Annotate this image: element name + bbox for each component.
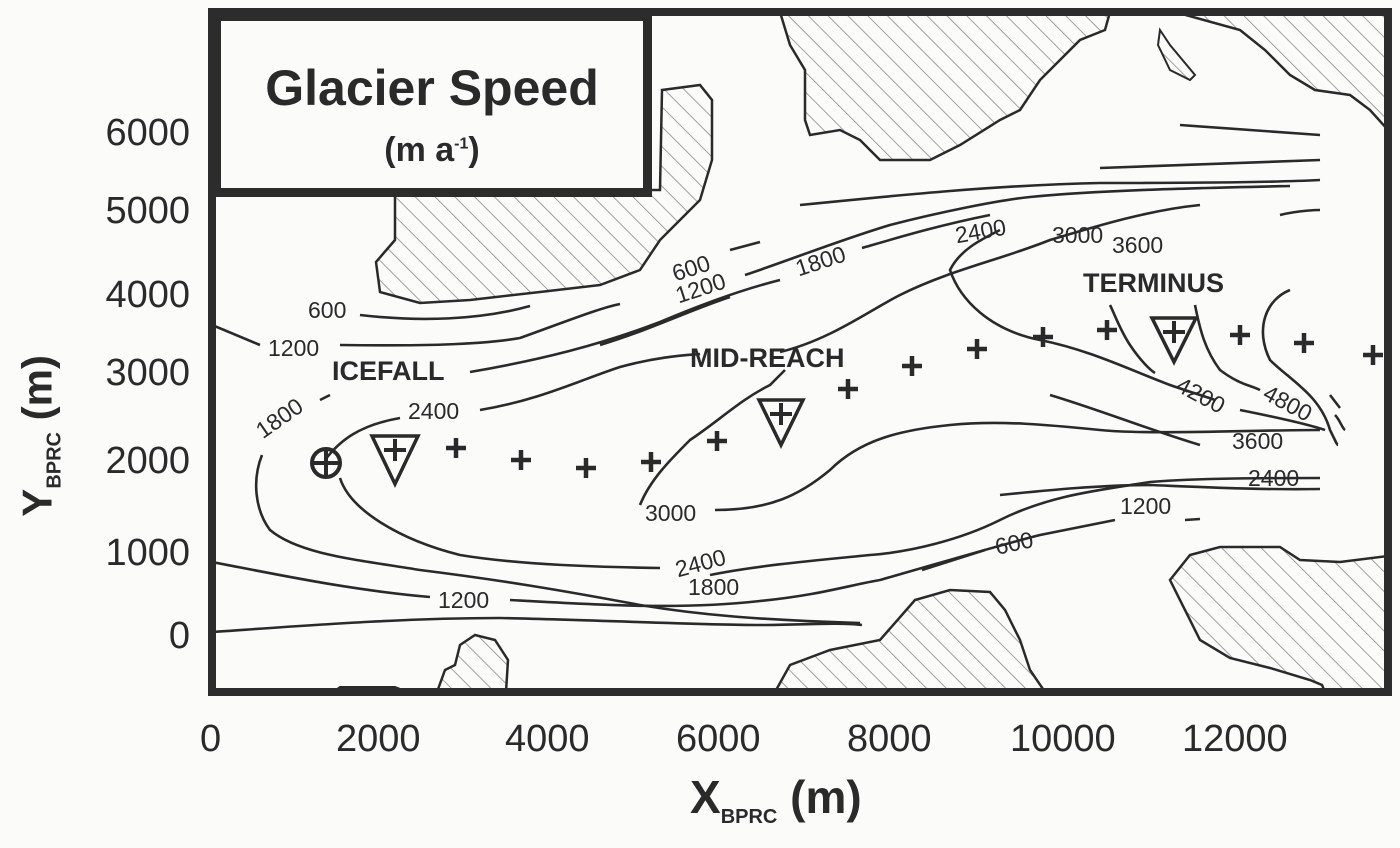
station-markers	[310, 316, 1383, 489]
x-tick: 8000	[847, 718, 932, 760]
contour-label: 3600	[1232, 428, 1284, 454]
contour-label: 1200	[438, 587, 490, 613]
chart-title: Glacier Speed	[265, 60, 599, 116]
contour-lines	[212, 123, 1346, 634]
y-tick: 4000	[105, 274, 190, 316]
y-tick: 2000	[105, 440, 190, 482]
site-label-icefall: ICEFALL	[332, 356, 445, 386]
y-axis-label: YBPRC (m)	[13, 355, 66, 517]
y-tick: 6000	[105, 112, 190, 154]
y-tick: 1000	[105, 532, 190, 574]
x-tick: 10000	[1010, 718, 1116, 760]
x-tick: 0	[200, 718, 222, 760]
contour-label: 1800	[688, 574, 740, 600]
x-tick: 12000	[1182, 718, 1288, 760]
rock-regions	[331, 12, 1388, 692]
y-tick: 0	[168, 615, 190, 657]
x-tick: 4000	[505, 718, 590, 760]
contour-label: 600	[308, 297, 347, 323]
title-units: (m a-1)	[384, 131, 480, 169]
x-tick: 2000	[336, 718, 421, 760]
title-box: Glacier Speed (m a-1)	[212, 12, 652, 197]
site-label-terminus: TERMINUS	[1083, 268, 1224, 298]
y-tick: 3000	[105, 352, 190, 394]
contour-label: 3000	[645, 500, 697, 526]
contour-label: 3600	[1112, 232, 1164, 258]
contour-label: 1200	[1120, 493, 1172, 519]
contour-label: 3000	[1052, 222, 1104, 248]
y-tick: 5000	[105, 190, 190, 232]
x-axis-label: XBPRC (m)	[690, 771, 862, 829]
site-label-mid-reach: MID-REACH	[690, 343, 845, 373]
x-tick: 6000	[676, 718, 761, 760]
contour-label: 1200	[268, 335, 320, 361]
contour-label: 2400	[408, 398, 460, 424]
plot-frame	[208, 8, 1392, 696]
contour-label: 2400	[1248, 465, 1300, 491]
